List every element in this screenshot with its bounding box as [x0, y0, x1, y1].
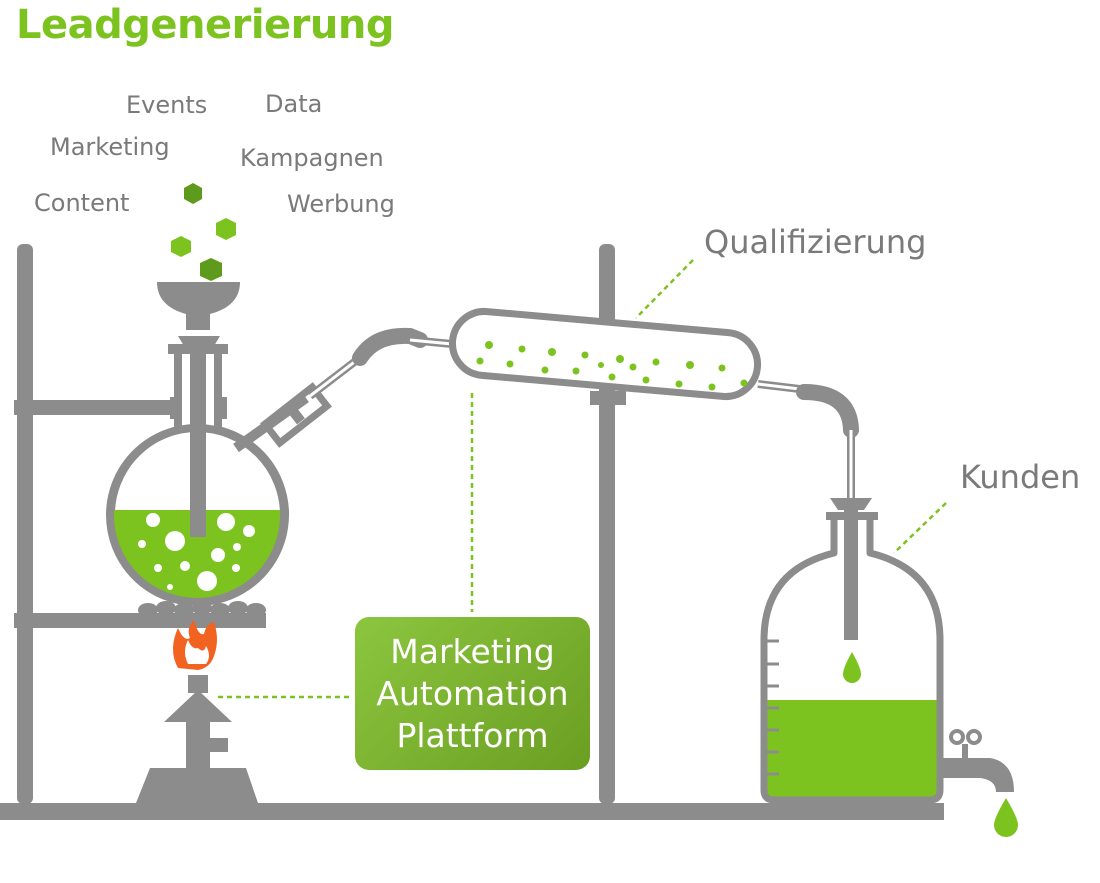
ring-support-arm — [14, 613, 266, 628]
bunsen-burner — [136, 675, 258, 803]
stopper — [178, 336, 220, 346]
condenser — [409, 307, 859, 438]
side-arm — [233, 327, 428, 453]
platform-line-2: Automation — [376, 673, 569, 713]
condenser-clamp-bottom — [590, 391, 626, 405]
bottle-liquid — [764, 700, 940, 798]
drip-drop-outside — [994, 798, 1018, 837]
burner-flame — [173, 620, 217, 670]
qualification-label: Qualifizierung — [704, 223, 927, 261]
platform-line-1: Marketing — [390, 631, 555, 671]
flask-neck-collar — [168, 344, 228, 354]
marketing-automation-platform-box: Marketing Automation Plattform — [355, 617, 590, 770]
input-label-kampagnen: Kampagnen — [240, 144, 384, 172]
left-stand-rod — [17, 244, 33, 804]
boiling-stones — [138, 601, 266, 617]
bottle-scale — [767, 639, 779, 776]
input-label-marketing: Marketing — [50, 133, 170, 161]
funnel — [157, 282, 240, 330]
bottle-stopper — [830, 498, 872, 510]
input-label-events: Events — [126, 91, 208, 119]
platform-line-3: Plattform — [396, 715, 549, 755]
bench-base — [0, 803, 944, 820]
leader-lines — [218, 259, 947, 699]
drip-drop-inside — [843, 652, 861, 683]
receiving-bottle — [760, 518, 944, 804]
input-label-data: Data — [265, 90, 323, 118]
page-title: Leadgenerierung — [16, 2, 395, 48]
customers-label: Kunden — [960, 458, 1081, 496]
input-label-content: Content — [34, 189, 130, 217]
inner-tube — [190, 352, 206, 537]
tap — [940, 729, 1014, 792]
upper-clamp-arm — [14, 400, 182, 415]
input-label-werbung: Werbung — [287, 190, 395, 218]
input-particles — [171, 183, 236, 281]
flask-bubbles — [138, 513, 255, 591]
